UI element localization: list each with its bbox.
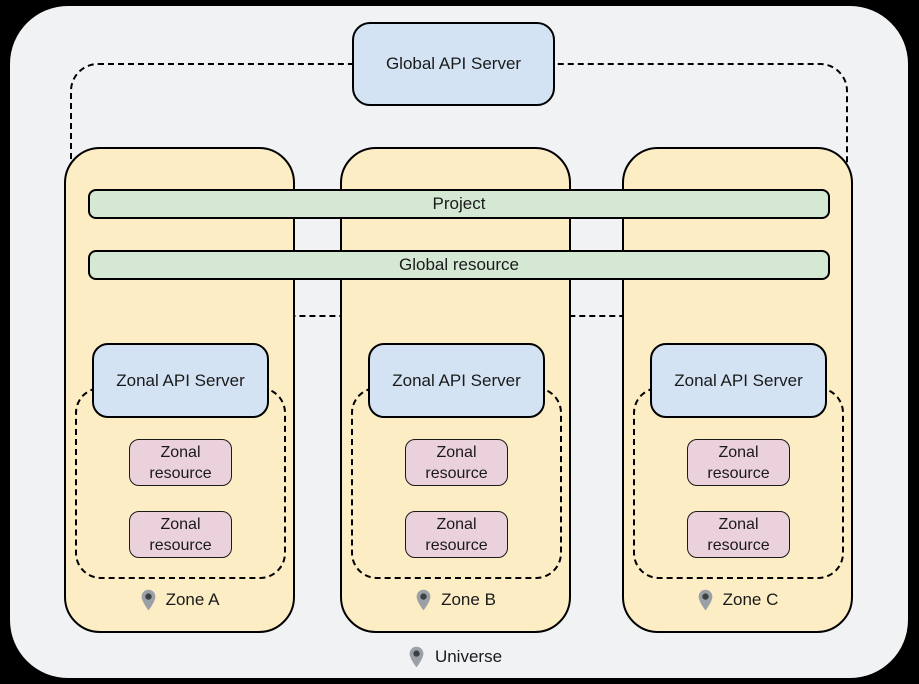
zonal-resource-label: Zonal resource [425, 515, 488, 554]
zonal-api-server-label: Zonal API Server [674, 370, 803, 390]
zone-b-zonal-resource-node: Zonal resource [405, 439, 508, 486]
zone-c-zonal-resource-node: Zonal resource [687, 439, 790, 486]
zone-c-zonal-api-server-node: Zonal API Server [650, 343, 827, 418]
zonal-resource-label: Zonal resource [149, 515, 212, 554]
universe-label-text: Universe [434, 647, 503, 666]
zonal-resource-label: Zonal resource [149, 443, 212, 482]
project-bar: Project [88, 189, 830, 219]
zone-a-zonal-resource-node: Zonal resource [129, 511, 232, 558]
zonal-resource-label: Zonal resource [425, 443, 488, 482]
zone-c-zonal-resource-node: Zonal resource [687, 511, 790, 558]
zone-label-text: Zone B [441, 590, 496, 609]
location-pin-icon [416, 589, 431, 611]
project-bar-label: Project [432, 194, 486, 213]
zonal-resource-label: Zonal resource [707, 515, 770, 554]
zone-label-text: Zone C [722, 590, 779, 609]
zone-a-zonal-resource-node: Zonal resource [129, 439, 232, 486]
location-pin-icon [141, 589, 155, 611]
zonal-resource-label: Zonal resource [707, 443, 770, 482]
global-resource-bar-label: Global resource [398, 255, 519, 274]
location-pin-icon [698, 589, 712, 611]
zone-label-text: Zone A [165, 590, 220, 609]
zone-b-container: Zonal API Server Zonal resource Zonal re… [340, 147, 571, 633]
zone-b-zonal-api-server-node: Zonal API Server [368, 343, 545, 418]
zonal-api-server-label: Zonal API Server [116, 370, 245, 390]
zone-c-label: Zone C [624, 587, 851, 613]
zone-a-container: Zonal API Server Zonal resource Zonal re… [64, 147, 295, 633]
universe-label: Universe [360, 642, 550, 672]
zone-a-label: Zone A [66, 587, 293, 613]
zonal-api-server-label: Zonal API Server [392, 370, 521, 390]
global-api-server-node: Global API Server [352, 22, 555, 106]
zone-a-zonal-api-server-node: Zonal API Server [92, 343, 269, 418]
global-resource-bar: Global resource [88, 250, 830, 280]
location-pin-icon [409, 646, 424, 668]
zone-b-zonal-resource-node: Zonal resource [405, 511, 508, 558]
global-api-server-label: Global API Server [385, 54, 522, 73]
zone-c-container: Zonal API Server Zonal resource Zonal re… [622, 147, 853, 633]
zone-b-label: Zone B [342, 587, 569, 613]
